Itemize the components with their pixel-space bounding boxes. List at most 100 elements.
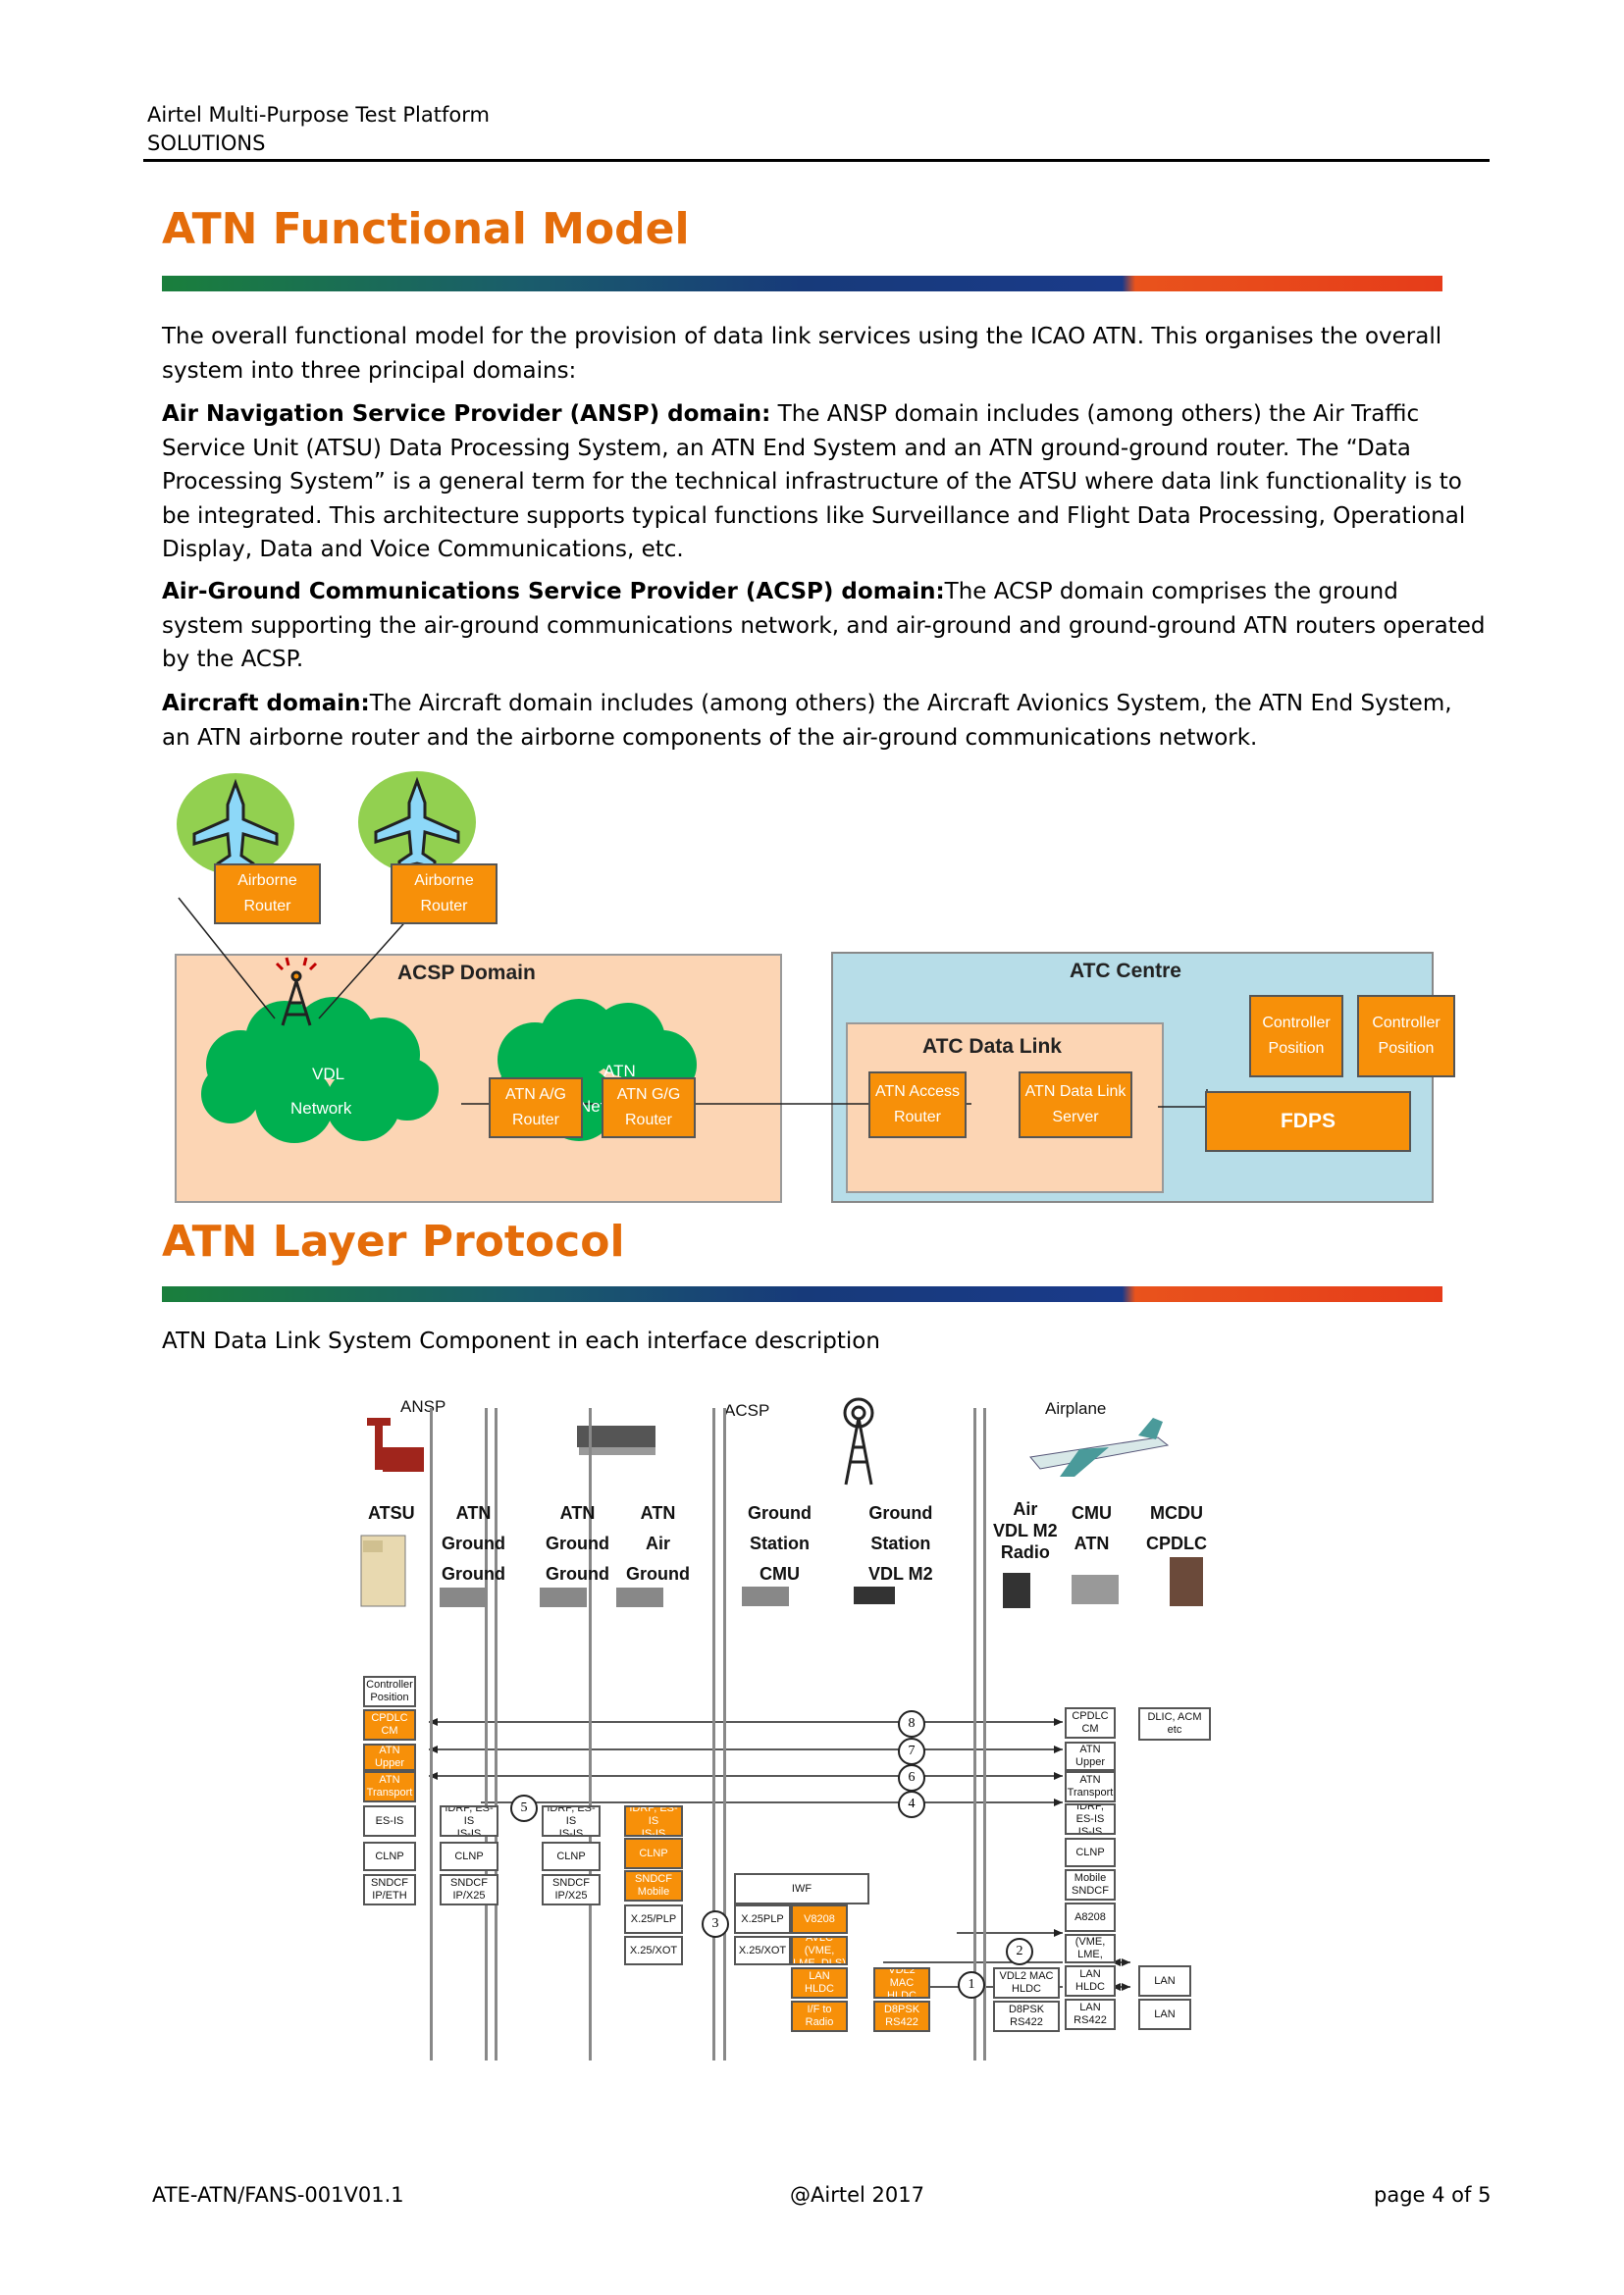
page-header: Airtel Multi-Purpose Test Platform SOLUT… <box>147 101 490 158</box>
column-divider <box>983 1408 986 2060</box>
atsu-clnp: CLNP <box>363 1842 416 1871</box>
atn-gg-router: ATN G/G Router <box>602 1077 696 1138</box>
air-d8psk: D8PSK RS422 <box>993 2001 1060 2032</box>
atc-tower-icon <box>367 1418 424 1472</box>
header-title: Airtel Multi-Purpose Test Platform <box>147 103 490 127</box>
marker-1: 1 <box>958 1971 985 1999</box>
ag-x25xot: X.25/XOT <box>624 1936 683 1965</box>
cmu-lan-hldc: LAN HLDC <box>1065 1965 1116 1997</box>
column-header-atn-gg-1: ATN Ground Ground <box>442 1503 505 1584</box>
aircraft-term: Aircraft domain: <box>162 691 370 716</box>
section-divider-bar <box>162 276 1442 291</box>
airplane-photo-icon <box>1029 1418 1170 1477</box>
mcdu-dlic-acm: DLIC, ACM etc <box>1138 1707 1211 1741</box>
marker-8: 8 <box>898 1710 925 1738</box>
ag-x25plp: X.25/PLP <box>624 1904 683 1934</box>
footer-doc-id: ATE-ATN/FANS-001V01.1 <box>152 2183 404 2207</box>
gs-if-radio: I/F to Radio <box>791 2001 848 2032</box>
gs-d8psk: D8PSK RS422 <box>873 2001 930 2032</box>
domain-ansp-label: ANSP <box>400 1397 446 1416</box>
vdl-cloud-label: VDL <box>312 1065 345 1083</box>
atn-access-router: ATN Access Router <box>868 1071 967 1138</box>
column-header-atn-gg-2: ATN Ground Ground <box>546 1503 609 1584</box>
atc-centre-label: ATC Centre <box>1070 960 1181 982</box>
gg2-idrp: IDRP, ES-IS IS-IS <box>542 1805 601 1837</box>
layer-diagram-graphics <box>360 1397 1203 1991</box>
footer-page-number: page 4 of 5 <box>1374 2183 1492 2207</box>
vdl-cloud-sublabel: Network <box>290 1099 352 1118</box>
atn-data-link-server: ATN Data Link Server <box>1019 1071 1132 1138</box>
section-title-layer-protocol: ATN Layer Protocol <box>162 1217 625 1267</box>
column-divider <box>430 1408 433 2060</box>
marker-7: 7 <box>898 1738 925 1765</box>
ansp-text: The ANSP domain includes (among others) … <box>162 401 1466 562</box>
controller-position-2: Controller Position <box>1357 995 1455 1077</box>
atn-layer-protocol-diagram: ANSP ACSP Airplane <box>353 1379 1236 2065</box>
mcdu-lan-1: LAN <box>1138 1965 1191 1997</box>
ag-idrp: IDRP, ES-IS IS-IS <box>624 1805 683 1837</box>
atn-ag-router: ATN A/G Router <box>489 1077 583 1138</box>
ansp-term: Air Navigation Service Provider (ANSP) d… <box>162 401 771 427</box>
gs-avlc: AVLC (VME, LME, DLS) <box>791 1936 848 1965</box>
gs-lan-hldc: LAN HLDC <box>791 1967 848 1999</box>
header-rule <box>143 159 1490 162</box>
marker-5: 5 <box>510 1795 538 1822</box>
server-rack-icon <box>577 1426 655 1455</box>
air-vdl2-mac: VDL2 MAC HLDC <box>993 1967 1060 1999</box>
vdl-antenna-tower-icon <box>275 957 318 1026</box>
column-header-atsu: ATSU <box>368 1503 415 1523</box>
section-divider-bar-2 <box>162 1286 1442 1302</box>
cmu-atn-transport: ATN Transport <box>1065 1771 1116 1802</box>
aircraft-paragraph: Aircraft domain:The Aircraft domain incl… <box>162 687 1487 755</box>
column-divider <box>485 1408 488 2060</box>
column-header-gs-vdl: Ground Station VDL M2 <box>868 1503 933 1584</box>
gs-x25plp: X.25PLP <box>734 1904 791 1934</box>
acsp-paragraph: Air-Ground Communications Service Provid… <box>162 575 1487 677</box>
column-divider <box>495 1408 498 2060</box>
gg1-idrp: IDRP, ES-IS IS-IS <box>440 1805 498 1837</box>
gs-vdl2-mac: VDL2 MAC HLDC <box>873 1967 930 1999</box>
atsu-atn-upper: ATN Upper <box>363 1744 416 1771</box>
cmu-cpdlc-cm: CPDLC CM <box>1065 1707 1116 1739</box>
cmu-lan-rs422: LAN RS422 <box>1065 1999 1116 2030</box>
airborne-router-2: Airborne Router <box>391 863 498 924</box>
atsu-cpdlc-cm: CPDLC CM <box>363 1709 416 1741</box>
column-header-air-vdl: Air VDL M2 Radio <box>993 1499 1058 1562</box>
arrow-heads <box>429 1718 1130 1991</box>
controller-position-1: Controller Position <box>1249 995 1343 1077</box>
cmu-clnp: CLNP <box>1065 1838 1116 1867</box>
column-divider <box>723 1408 726 2060</box>
acsp-domain-label: ACSP Domain <box>397 962 536 984</box>
acsp-term: Air-Ground Communications Service Provid… <box>162 579 945 604</box>
ag-clnp: CLNP <box>624 1838 683 1869</box>
intro-paragraph: The overall functional model for the pro… <box>162 324 1442 384</box>
atn-cloud-label: ATN <box>603 1062 636 1080</box>
column-header-cmu-atn: CMU ATN <box>1072 1503 1112 1553</box>
column-header-mcdu: MCDU CPDLC <box>1146 1503 1207 1553</box>
section-title-functional-model: ATN Functional Model <box>162 204 690 254</box>
marker-3: 3 <box>702 1910 729 1938</box>
ag-sndcf-mobile: SNDCF Mobile <box>624 1870 683 1902</box>
gg2-sndcf: SNDCF IP/X25 <box>542 1874 601 1905</box>
gg2-clnp: CLNP <box>542 1842 601 1871</box>
column-header-atn-ag: ATN Air Ground <box>626 1503 690 1584</box>
airborne-router-1: Airborne Router <box>214 863 321 924</box>
marker-4: 4 <box>898 1791 925 1818</box>
cmu-mobile-sndcf: Mobile SNDCF <box>1065 1869 1116 1901</box>
column-divider <box>973 1408 976 2060</box>
marker-2: 2 <box>1006 1938 1033 1965</box>
gg1-clnp: CLNP <box>440 1842 498 1871</box>
ansp-paragraph: Air Navigation Service Provider (ANSP) d… <box>162 397 1487 567</box>
domain-airplane-label: Airplane <box>1045 1399 1107 1418</box>
gg1-sndcf: SNDCF IP/X25 <box>440 1874 498 1905</box>
protocol-arrows <box>429 1721 1130 1988</box>
footer-copyright: @Airtel 2017 <box>790 2183 924 2207</box>
radio-tower-icon <box>843 1397 874 1486</box>
aircraft-text: The Aircraft domain includes (among othe… <box>162 691 1452 751</box>
atsu-atn-transport: ATN Transport <box>363 1771 416 1802</box>
cmu-idrp: IDRP, ES-IS IS-IS <box>1065 1803 1116 1835</box>
domain-acsp-label: ACSP <box>724 1401 770 1420</box>
column-header-gs-cmu: Ground Station CMU <box>748 1503 812 1584</box>
column-divider <box>712 1408 715 2060</box>
cmu-a8208: A8208 <box>1065 1903 1116 1932</box>
